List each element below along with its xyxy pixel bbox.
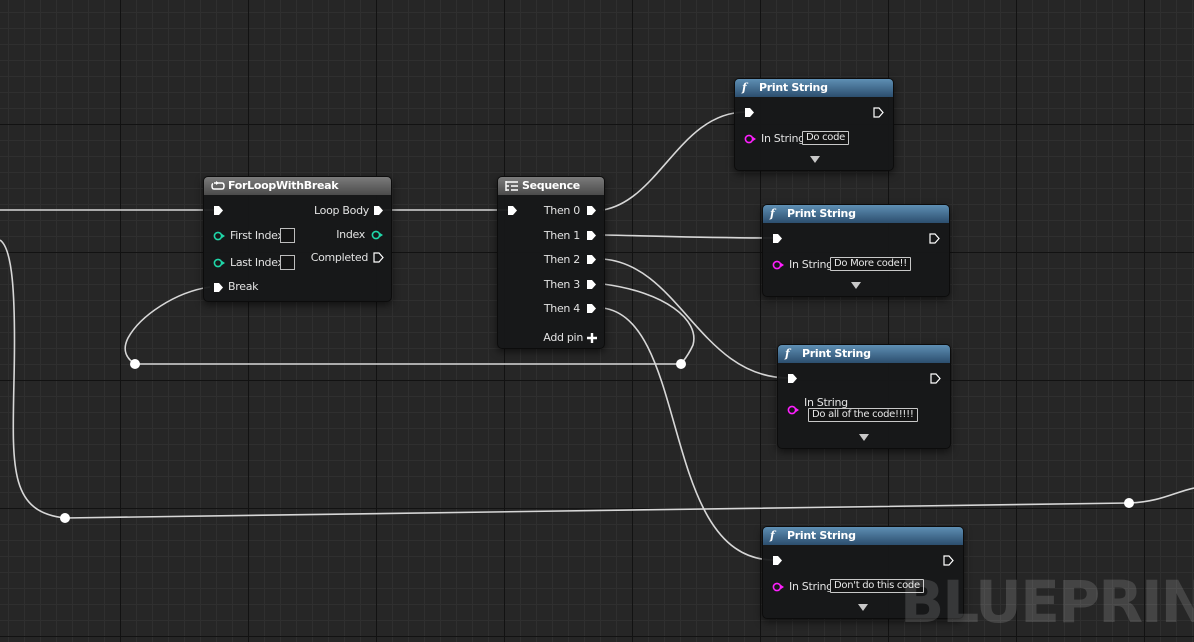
then-0-pin[interactable] [586, 205, 597, 216]
reroute-node [676, 359, 686, 369]
then-1-label: Then 1 [543, 229, 580, 242]
forloop-title: ForLoopWithBreak [228, 179, 339, 192]
last-index-field[interactable] [280, 255, 295, 270]
exec-output-pin[interactable] [930, 373, 941, 384]
in-string-pin[interactable] [772, 582, 784, 592]
expand-arrow-icon[interactable] [810, 156, 820, 163]
in-string-label: In String [789, 580, 833, 593]
completed-label: Completed [310, 251, 369, 264]
then-3-label: Then 3 [543, 278, 580, 291]
exec-output-pin[interactable] [943, 555, 954, 566]
in-string-field[interactable]: Do More code!! [830, 257, 911, 271]
break-label: Break [228, 280, 259, 293]
add-pin-label: Add pin [543, 331, 583, 344]
sequence-title: Sequence [522, 179, 580, 192]
then-2-pin[interactable] [586, 254, 597, 265]
first-index-field[interactable] [280, 228, 295, 243]
then-1-pin[interactable] [586, 230, 597, 241]
sequence-icon [505, 181, 518, 191]
plus-icon [587, 333, 597, 343]
wire-then3 [602, 283, 695, 365]
blueprint-watermark: BLUEPRINT [900, 568, 1194, 636]
forloop-header[interactable]: ForLoopWithBreak [204, 177, 391, 195]
print-string-node[interactable]: f Print String In String Do all of the c… [777, 344, 951, 449]
last-index-pin[interactable] [213, 258, 225, 268]
in-string-pin[interactable] [787, 405, 799, 415]
break-pin[interactable] [213, 282, 224, 293]
then-2-label: Then 2 [543, 253, 580, 266]
wire-then4 [602, 307, 775, 561]
reroute-node [1124, 498, 1134, 508]
function-icon: f [770, 529, 775, 542]
then-4-label: Then 4 [543, 302, 580, 315]
exec-output-pin[interactable] [929, 233, 940, 244]
index-label: Index [336, 228, 365, 241]
print-string-title: Print String [802, 347, 871, 360]
wire-then0 [602, 111, 747, 211]
exec-input-pin[interactable] [772, 233, 783, 244]
then-0-label: Then 0 [543, 204, 580, 217]
forloop-node[interactable]: ForLoopWithBreak First Index Last Index … [203, 176, 392, 302]
in-string-label: In String [761, 132, 805, 145]
print-string-header[interactable]: f Print String [763, 205, 949, 223]
exec-input-pin[interactable] [507, 205, 518, 216]
wire-break-return [124, 286, 681, 365]
print-string-header[interactable]: f Print String [735, 79, 893, 97]
exec-output-pin[interactable] [873, 107, 884, 118]
print-string-node[interactable]: f Print String In String Do code [734, 78, 894, 171]
first-index-label: First Index [230, 229, 284, 242]
reroute-node [130, 359, 140, 369]
print-string-title: Print String [787, 529, 856, 542]
loop-icon [211, 181, 225, 190]
function-icon: f [785, 347, 790, 360]
print-string-header[interactable]: f Print String [763, 527, 963, 545]
print-string-title: Print String [759, 81, 828, 94]
wire-bottom-loop [0, 239, 1194, 519]
then-4-pin[interactable] [586, 303, 597, 314]
in-string-field[interactable]: Do code [802, 131, 850, 145]
expand-arrow-icon[interactable] [858, 604, 868, 611]
loop-body-pin[interactable] [373, 205, 384, 216]
in-string-label: In String [804, 396, 848, 409]
first-index-pin[interactable] [213, 231, 225, 241]
last-index-label: Last Index [230, 256, 284, 269]
expand-arrow-icon[interactable] [851, 282, 861, 289]
wire-then1 [602, 234, 775, 239]
index-pin[interactable] [371, 230, 383, 240]
print-string-node[interactable]: f Print String In String Don't do this c… [762, 526, 964, 619]
loop-body-label: Loop Body [314, 204, 369, 217]
wire-then2 [602, 258, 790, 379]
in-string-pin[interactable] [772, 260, 784, 270]
print-string-title: Print String [787, 207, 856, 220]
function-icon: f [770, 207, 775, 220]
reroute-node [60, 513, 70, 523]
print-string-header[interactable]: f Print String [778, 345, 950, 363]
exec-input-pin[interactable] [213, 205, 224, 216]
expand-arrow-icon[interactable] [859, 434, 869, 441]
in-string-label: In String [789, 258, 833, 271]
then-3-pin[interactable] [586, 279, 597, 290]
print-string-node[interactable]: f Print String In String Do More code!! [762, 204, 950, 297]
sequence-header[interactable]: Sequence [498, 177, 604, 195]
function-icon: f [742, 81, 747, 94]
in-string-field[interactable]: Do all of the code!!!!! [808, 408, 918, 422]
exec-input-pin[interactable] [744, 107, 755, 118]
in-string-pin[interactable] [744, 134, 756, 144]
completed-pin[interactable] [373, 252, 384, 263]
exec-input-pin[interactable] [772, 555, 783, 566]
in-string-field[interactable]: Don't do this code [830, 579, 924, 593]
sequence-node[interactable]: Sequence Then 0 Then 1 Then 2 Then 3 The… [497, 176, 605, 349]
exec-input-pin[interactable] [787, 373, 798, 384]
